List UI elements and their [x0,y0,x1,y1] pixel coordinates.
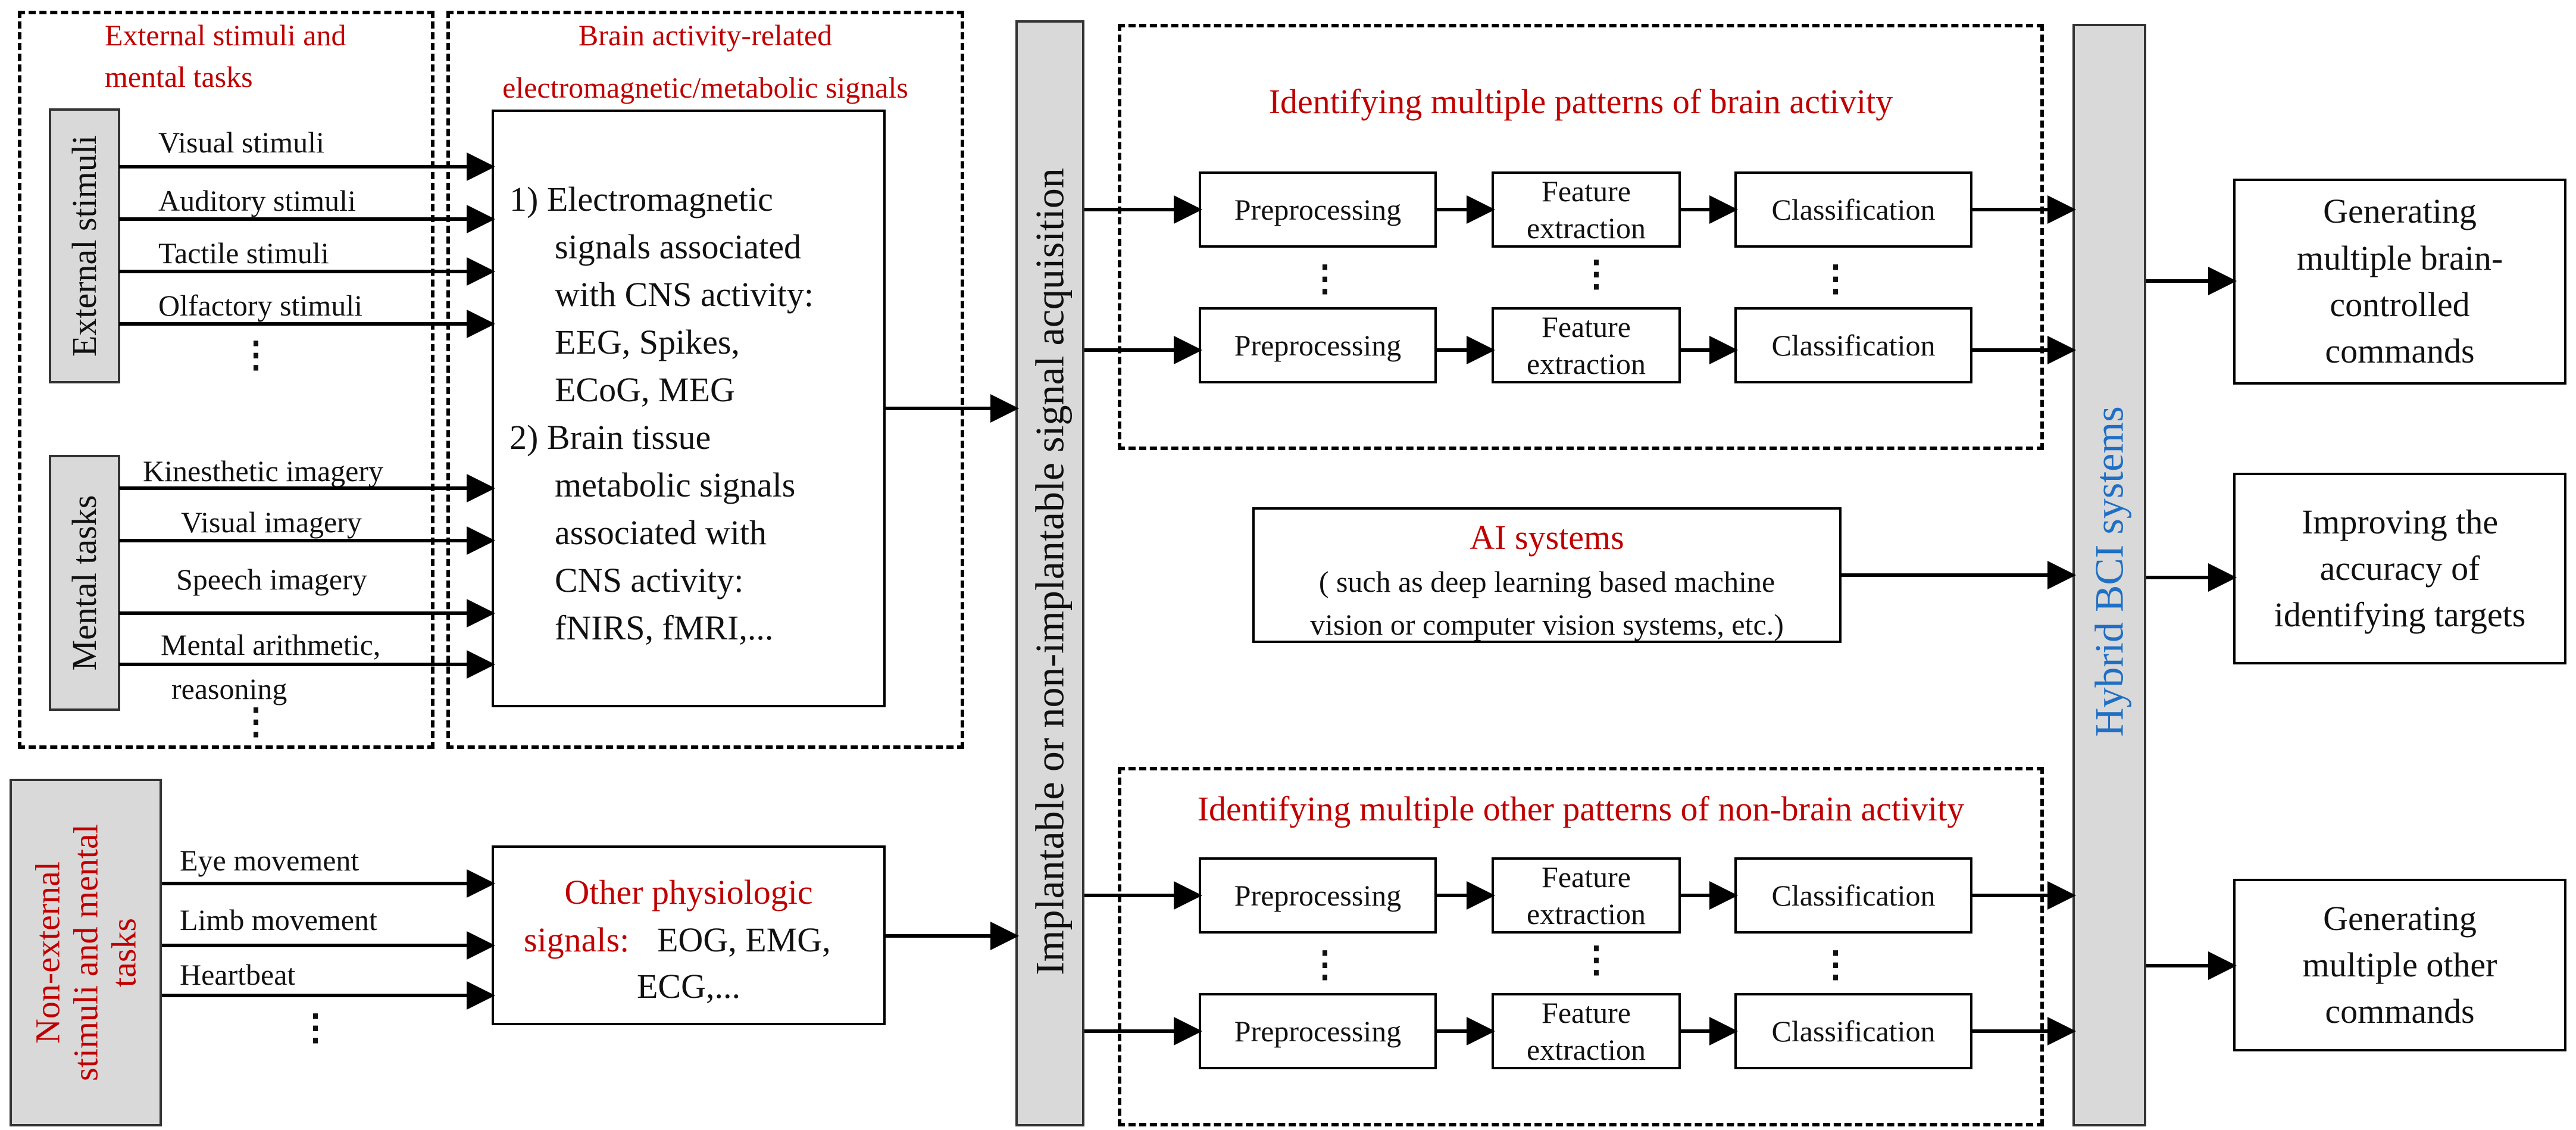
inputs-ellipsis: ⋮ [298,1008,333,1047]
other-class-2: Classification [1734,993,1972,1069]
ai-systems-title: AI systems [1470,518,1624,557]
tasks-ellipsis: ⋮ [238,702,274,741]
brain-class-1-label: Classification [1771,193,1936,226]
output-accuracy-l3: identifying targets [2274,595,2526,635]
task-kinesthetic: Kinesthetic imagery [143,454,384,488]
input-eye-movement: Eye movement [180,844,359,877]
task-reasoning: reasoning [171,672,287,706]
signals-region-title-line1: Brain activity-related [578,18,833,52]
other-pre-ellipsis: ⋮ [1307,945,1343,984]
brain-signals-line-2: signals associated [555,227,801,266]
brain-signals-line-3: with CNS activity: [555,275,814,314]
task-mental-arithmetic: Mental arithmetic, [161,628,381,661]
brain-class-ellipsis: ⋮ [1818,259,1853,298]
stimulus-tactile: Tactile stimuli [158,236,329,270]
output-accuracy: Improving the accuracy of identifying ta… [2233,473,2566,664]
other-class-1: Classification [1734,857,1972,934]
output-accuracy-l2: accuracy of [2319,548,2480,588]
other-class-1-label: Classification [1771,879,1936,912]
stimuli-ellipsis: ⋮ [238,335,274,374]
output-brain-commands-l4: commands [2325,332,2475,371]
hybrid-bci-bar [2072,24,2146,1126]
mental-tasks-box [49,455,120,711]
output-other-commands: Generating multiple other commands [2233,879,2566,1051]
other-feat-1-l1: Feature [1542,860,1631,894]
input-limb-movement: Limb movement [180,903,377,937]
brain-feat-2-l1: Feature [1542,310,1631,344]
brain-signals-line-7: metabolic signals [555,466,796,504]
other-feat-2-l2: extraction [1527,1033,1646,1066]
other-pre-1: Preprocessing [1199,857,1437,934]
brain-signals-line-4: EEG, Spikes, [555,323,740,361]
acquisition-bar [1015,20,1084,1126]
brain-pre-ellipsis: ⋮ [1307,259,1343,298]
brain-class-1: Classification [1734,171,1972,248]
stimulus-auditory: Auditory stimuli [158,184,356,217]
brain-feat-ellipsis: ⋮ [1578,254,1614,294]
other-feat-2-l1: Feature [1542,995,1631,1029]
other-pre-2-label: Preprocessing [1234,1014,1402,1048]
brain-patterns-title: Identifying multiple patterns of brain a… [1268,82,1893,121]
other-feat-ellipsis: ⋮ [1578,940,1614,979]
other-patterns-region [1118,767,2044,1126]
other-feat-2: Feature extraction [1492,993,1681,1069]
other-signals-list-2: ECG,... [637,967,740,1006]
signals-region-title-line2: electromagnetic/metabolic signals [502,71,908,104]
brain-signals-line-8: associated with [555,513,767,552]
stimuli-region [18,11,434,749]
brain-signals-line-10: fNIRS, fMRI,... [555,608,774,647]
other-pre-1-label: Preprocessing [1234,879,1402,912]
stimulus-olfactory: Olfactory stimuli [158,289,362,322]
signals-region [446,11,964,749]
brain-feat-2-l2: extraction [1527,347,1646,380]
ai-systems-box [1252,507,1842,643]
brain-signals-line-9: CNS activity: [555,561,744,600]
other-class-ellipsis: ⋮ [1818,945,1853,984]
output-brain-commands-l3: controlled [2330,285,2470,324]
output-other-commands-l3: commands [2325,992,2475,1031]
input-heartbeat: Heartbeat [180,958,296,991]
other-signals-title-2: signals: [524,920,630,959]
output-brain-commands-l1: Generating [2323,192,2477,231]
other-patterns-title: Identifying multiple other patterns of n… [1197,789,1965,828]
brain-feat-1-l2: extraction [1527,211,1646,245]
output-brain-commands: Generating multiple brain- controlled co… [2233,179,2566,385]
output-other-commands-l1: Generating [2323,898,2477,938]
brain-pre-2: Preprocessing [1199,307,1437,383]
brain-feat-1-l1: Feature [1542,174,1631,208]
other-class-2-label: Classification [1771,1014,1936,1048]
stimuli-region-title-line1: External stimuli and [105,18,346,52]
brain-class-2-label: Classification [1771,329,1936,362]
brain-pre-1: Preprocessing [1199,171,1437,248]
other-signals-box [492,845,886,1025]
ai-systems-desc-1: ( such as deep learning based machine [1318,565,1775,598]
task-speech-imagery: Speech imagery [176,563,367,596]
output-brain-commands-l2: multiple brain- [2296,238,2503,277]
brain-signals-line-1: 1) Electromagnetic [509,180,773,218]
brain-signals-line-6: 2) Brain tissue [509,418,711,457]
brain-signals-box [492,110,886,707]
stimulus-visual: Visual stimuli [158,126,324,159]
output-other-commands-l2: multiple other [2302,945,2497,984]
task-visual-imagery: Visual imagery [181,505,362,539]
brain-pre-1-label: Preprocessing [1234,193,1402,226]
brain-class-2: Classification [1734,307,1972,383]
ai-systems-desc-2: vision or computer vision systems, etc.) [1310,608,1784,641]
brain-patterns-region [1118,24,2044,450]
other-feat-1-l2: extraction [1527,897,1646,931]
other-signals-title-1: Other physiologic [564,873,813,912]
other-signals-list-1: EOG, EMG, [657,920,831,959]
brain-signals-line-5: ECoG, MEG [555,370,735,409]
stimuli-region-title-line2: mental tasks [105,60,253,93]
output-accuracy-l1: Improving the [2301,502,2499,541]
non-external-box [10,779,162,1126]
brain-pre-2-label: Preprocessing [1234,329,1402,362]
external-stimuli-box [49,108,120,383]
